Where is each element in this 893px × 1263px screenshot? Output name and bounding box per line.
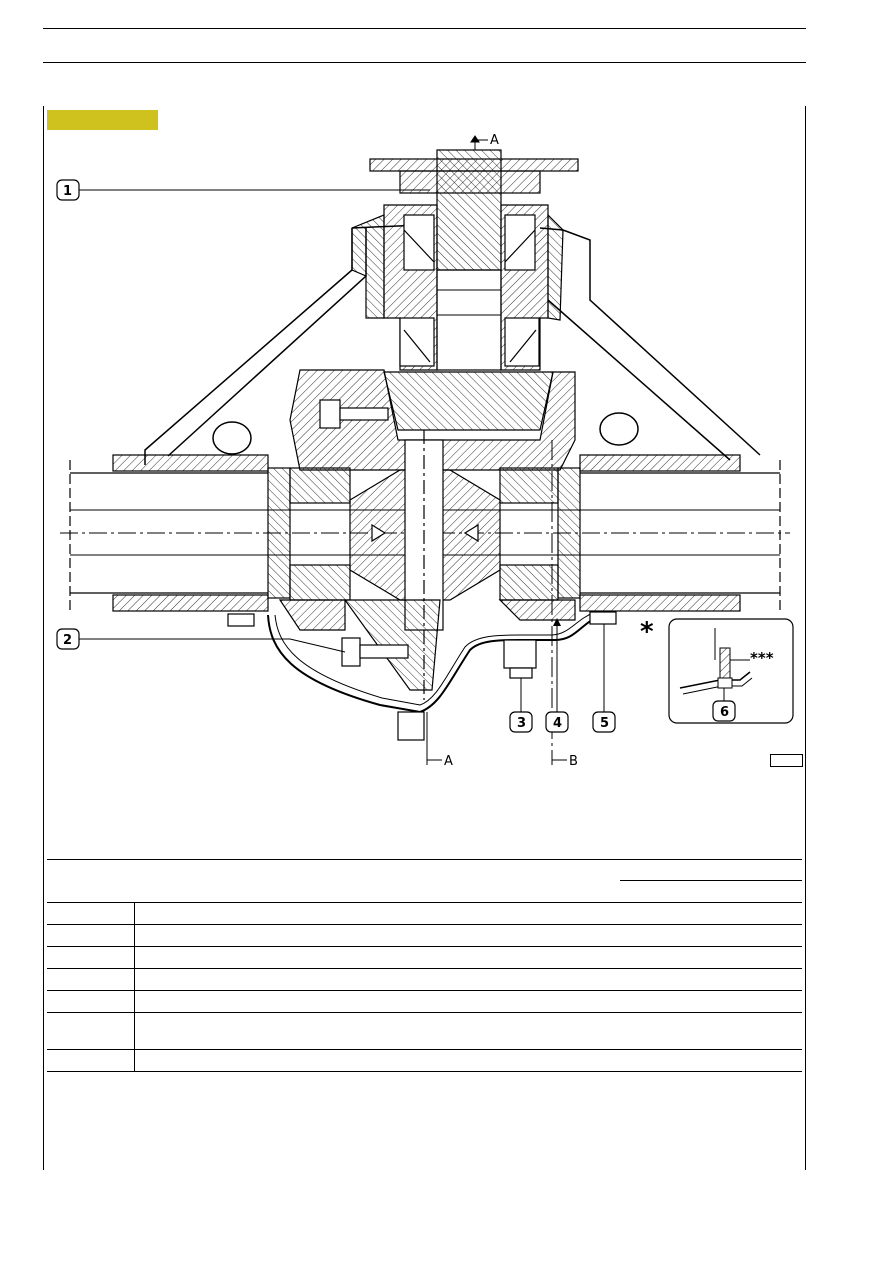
bolt-5 — [589, 611, 617, 625]
table-top-rule — [47, 859, 802, 860]
lower-housing — [278, 599, 346, 631]
sump-cover — [267, 614, 601, 714]
callout-3: 3 — [509, 678, 533, 733]
table-row — [47, 968, 802, 991]
callout-3-label: 3 — [517, 716, 526, 731]
drain-plug — [397, 711, 425, 741]
table-row — [47, 990, 802, 1013]
table-cell-desc — [134, 1012, 802, 1050]
table-subheader-rule — [620, 880, 802, 881]
detail-inset: 6 — [668, 618, 794, 724]
callout-5-label: 5 — [600, 716, 609, 731]
pinion-shaft — [436, 149, 502, 371]
table-cell-desc — [134, 968, 802, 991]
triple-star-symbol: *** — [750, 649, 774, 667]
section-mark-b-bottom: B — [569, 754, 578, 769]
pinion-bearing-upper — [403, 214, 536, 271]
differential-cross-section-drawing: A A B 1 2 3 4 5 * — [56, 133, 794, 769]
pinion-bearing-lower — [399, 317, 540, 367]
side-bearing-left — [267, 467, 351, 601]
section-mark-a-bottom: A — [444, 754, 453, 769]
table-cell-desc — [134, 946, 802, 969]
table-cell-desc — [134, 903, 802, 925]
table-cell-ref — [47, 903, 135, 925]
header-rule-top — [43, 28, 806, 29]
torque-table — [47, 903, 802, 1072]
bolt-left-cover — [227, 613, 255, 627]
page-border-left — [43, 106, 44, 1170]
table-cell-ref — [47, 990, 135, 1013]
section-line-a — [426, 135, 488, 765]
callout-2-label: 2 — [63, 633, 72, 648]
table-row — [47, 903, 802, 925]
table-row — [47, 1012, 802, 1050]
pinion-gear-head — [383, 371, 554, 431]
callout-4-label: 4 — [553, 716, 562, 731]
table-cell-desc — [134, 1049, 802, 1072]
table-cell-desc — [134, 990, 802, 1013]
callout-5: 5 — [592, 624, 616, 733]
differential-case — [349, 430, 501, 700]
table-row — [47, 946, 802, 969]
axle-tube-right — [579, 454, 781, 612]
carrier-body — [289, 369, 576, 471]
axle-tube-left — [69, 454, 269, 612]
bolt-3 — [503, 639, 537, 679]
table-row — [47, 1049, 802, 1072]
callout-4: 4 — [545, 618, 569, 733]
housing-hole-left — [212, 421, 252, 455]
bolt-2 — [341, 637, 409, 667]
table-cell-ref — [47, 968, 135, 991]
table-row — [47, 924, 802, 947]
table-cell-ref — [47, 924, 135, 947]
table-cell-ref — [47, 1012, 135, 1050]
callout-6-label: 6 — [720, 705, 729, 720]
section-line-b — [551, 440, 567, 765]
table-cell-ref — [47, 946, 135, 969]
page-border-right — [805, 106, 806, 1170]
single-star-symbol: * — [640, 617, 654, 647]
callout-1-label: 1 — [63, 184, 72, 199]
lower-housing-right — [498, 599, 576, 621]
section-mark-a-top: A — [490, 133, 499, 148]
table-header-rule — [47, 902, 802, 903]
sump-cover-inner — [274, 611, 596, 706]
side-bearing-right — [499, 467, 581, 601]
figure-reference-box — [770, 754, 803, 767]
header-rule-bottom — [43, 62, 806, 63]
figure-tab — [47, 110, 158, 130]
carrier-bolt-top — [319, 399, 389, 429]
callout-2: 2 — [56, 628, 346, 653]
table-cell-desc — [134, 924, 802, 947]
housing-hole-right — [599, 412, 639, 446]
callout-1: 1 — [56, 179, 430, 201]
table-cell-ref — [47, 1049, 135, 1072]
